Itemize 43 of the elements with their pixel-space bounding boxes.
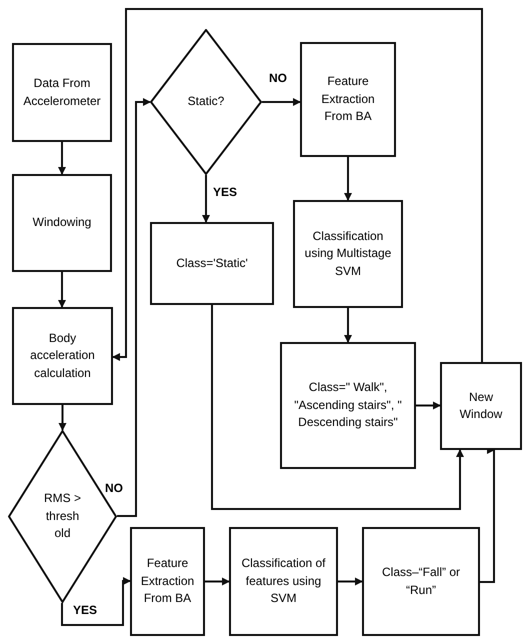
process-box bbox=[12, 307, 113, 405]
arrow bbox=[480, 449, 498, 583]
box-label: Static? bbox=[186, 93, 226, 110]
edge-label: NO bbox=[268, 72, 288, 84]
arrow bbox=[61, 577, 131, 626]
arrow bbox=[211, 305, 464, 510]
process-box bbox=[280, 342, 416, 469]
box-label: Classification of features using SVM bbox=[240, 555, 327, 608]
box-label: Data From Accelerometer bbox=[22, 75, 102, 110]
process-box bbox=[12, 174, 112, 272]
arrow bbox=[202, 175, 210, 223]
box-label: Class=" Walk", "Ascending stairs", " Descending stairs" bbox=[293, 379, 403, 432]
arrow bbox=[205, 578, 230, 586]
arrow bbox=[117, 98, 151, 517]
box-label: Feature Extraction From BA bbox=[140, 555, 196, 608]
process-box bbox=[293, 200, 403, 308]
process-box bbox=[150, 222, 274, 305]
arrow bbox=[58, 142, 66, 175]
arrow bbox=[262, 98, 301, 106]
edge-label: YES bbox=[72, 604, 98, 616]
box-label: Class='Static' bbox=[176, 254, 248, 272]
box-label: Windowing bbox=[32, 214, 92, 232]
arrow bbox=[58, 405, 66, 431]
box-label: Classification using Multistage SVM bbox=[304, 228, 392, 280]
arrow bbox=[58, 272, 66, 308]
arrow bbox=[344, 308, 352, 343]
process-box bbox=[229, 527, 338, 636]
process-box bbox=[440, 362, 522, 450]
process-box bbox=[12, 43, 112, 142]
arrow bbox=[416, 402, 441, 410]
edge-label: NO bbox=[104, 482, 124, 494]
box-label: New Window bbox=[458, 388, 504, 423]
edge-label: YES bbox=[212, 186, 238, 198]
arrow bbox=[344, 157, 352, 201]
arrow bbox=[112, 8, 483, 362]
box-label: Feature Extraction From BA bbox=[320, 73, 376, 126]
arrow bbox=[338, 578, 363, 586]
box-label: RMS > thresh old bbox=[42, 490, 82, 542]
process-box bbox=[300, 42, 396, 157]
process-box bbox=[130, 527, 205, 636]
box-label: Class–“Fall” or “Run” bbox=[380, 564, 461, 598]
process-box bbox=[362, 527, 480, 636]
box-label: Body acceleration calculation bbox=[29, 330, 96, 382]
